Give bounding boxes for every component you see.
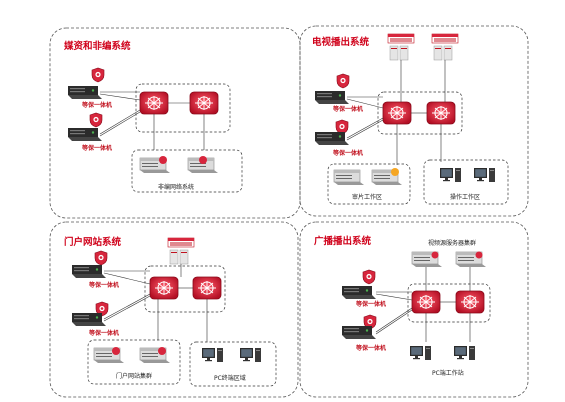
radio-device-top-label: 等保一体机 — [356, 301, 387, 308]
media-device-bottom — [68, 128, 102, 141]
radio-pc-left — [410, 346, 431, 360]
panel-portal-border — [49, 221, 299, 398]
tv-device-top-label: 等保一体机 — [333, 106, 364, 113]
media-device-bottom-label: 等保一体机 — [82, 145, 113, 152]
panel-media-title: 媒资和非编系统 — [64, 41, 131, 52]
portal-switch-left — [149, 276, 179, 300]
tv-ops-pc-right — [474, 168, 495, 182]
portal-pc-group — [189, 341, 277, 387]
tv-review-server-left — [333, 169, 365, 186]
portal-core-group — [144, 265, 226, 313]
portal-device-bottom-label: 等保一体机 — [89, 330, 120, 337]
panel-portal-title: 门户网站系统 — [64, 237, 122, 248]
media-group-label: 非编网络系统 — [158, 184, 195, 191]
portal-web-group — [87, 339, 181, 385]
radio-shield-top — [362, 269, 376, 285]
panel-tv-title: 电视播出系统 — [312, 37, 370, 48]
radio-switch-right — [455, 290, 485, 314]
radio-pc-label: PC端工作站 — [432, 370, 464, 377]
media-device-top — [68, 86, 102, 99]
tv-ops-label: 操作工作区 — [450, 194, 481, 201]
radio-device-bottom-label: 等保一体机 — [356, 345, 387, 352]
portal-pc-right — [240, 348, 261, 362]
tv-tower-left — [387, 33, 415, 61]
radio-video-cluster-label: 视频源服务器集群 — [428, 240, 477, 247]
tv-device-bottom — [315, 132, 349, 145]
radio-device-bottom — [342, 326, 376, 339]
radio-switch-left — [411, 290, 441, 314]
tv-review-label: 审片工作区 — [352, 194, 383, 201]
radio-device-top — [342, 286, 376, 299]
tv-device-bottom-label: 等保一体机 — [333, 150, 364, 157]
media-storage-group — [131, 149, 243, 193]
portal-web-label: 门户网站集群 — [116, 373, 153, 380]
media-switch-right — [189, 91, 219, 115]
panel-radio-border — [299, 221, 529, 398]
media-shield-bottom — [89, 112, 103, 128]
portal-tower — [167, 237, 195, 265]
panel-radio-title: 广播播出系统 — [314, 236, 372, 247]
tv-shield-bottom — [335, 119, 349, 135]
radio-core-group — [407, 283, 491, 323]
portal-device-top-label: 等保一体机 — [89, 282, 120, 289]
media-core-group — [135, 83, 231, 133]
portal-device-bottom — [72, 313, 106, 326]
media-shield-top — [91, 67, 105, 83]
tv-switch-left — [382, 101, 412, 125]
radio-pc-right — [454, 346, 475, 360]
portal-pc-left — [202, 348, 223, 362]
tv-shield-top — [336, 73, 350, 89]
portal-device-top — [72, 265, 106, 278]
tv-device-top — [315, 91, 349, 104]
portal-pc-label: PC终端区域 — [214, 375, 246, 382]
tv-ops-pc-left — [440, 168, 461, 182]
portal-shield-top — [94, 250, 108, 266]
panel-tv-border — [299, 25, 529, 217]
portal-switch-right — [192, 276, 222, 300]
tv-switch-right — [426, 101, 456, 125]
media-device-top-label: 等保一体机 — [82, 102, 113, 109]
tv-core-group — [377, 91, 463, 135]
media-switch-left — [139, 91, 169, 115]
tv-ops-group — [423, 159, 509, 205]
tv-tower-right — [431, 33, 459, 61]
